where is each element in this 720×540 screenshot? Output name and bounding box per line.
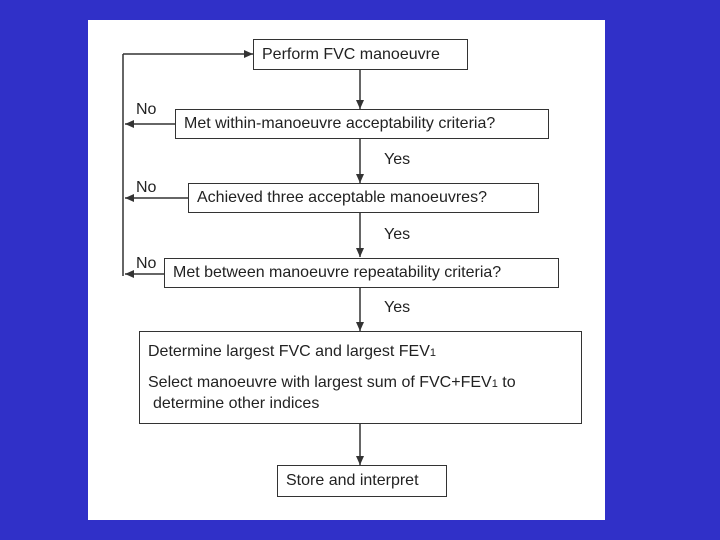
diagram-panel: Perform FVC manoeuvre Met within-manoeuv… [88, 20, 605, 520]
no-label-1: No [136, 101, 157, 118]
connector-lines [122, 50, 364, 465]
start-text: Perform FVC manoeuvre [262, 45, 440, 63]
determine-line-2: Select manoeuvre with largest sum of FVC… [148, 374, 516, 391]
end-box: Store and interpret [277, 465, 447, 497]
within-acceptability-text: Met within-manoeuvre acceptability crite… [184, 115, 496, 132]
yes-label-2: Yes [384, 226, 411, 243]
end-text: Store and interpret [286, 472, 419, 489]
no-label-2: No [136, 179, 157, 196]
determine-box: Determine largest FVC and largest FEV1 S… [139, 331, 582, 424]
repeatability-text: Met between manoeuvre repeatability crit… [173, 264, 502, 281]
determine-line-3: determine other indices [153, 395, 320, 412]
repeatability-decision: Met between manoeuvre repeatability crit… [164, 258, 559, 288]
within-acceptability-decision: Met within-manoeuvre acceptability crite… [175, 109, 549, 139]
yes-label-3: Yes [384, 299, 411, 316]
start-box: Perform FVC manoeuvre [253, 39, 468, 70]
yes-label-1: Yes [384, 151, 411, 168]
no-label-3: No [136, 255, 157, 272]
determine-line-1: Determine largest FVC and largest FEV1 [148, 343, 437, 360]
three-acceptable-decision: Achieved three acceptable manoeuvres? [188, 183, 539, 213]
three-acceptable-text: Achieved three acceptable manoeuvres? [197, 189, 487, 206]
